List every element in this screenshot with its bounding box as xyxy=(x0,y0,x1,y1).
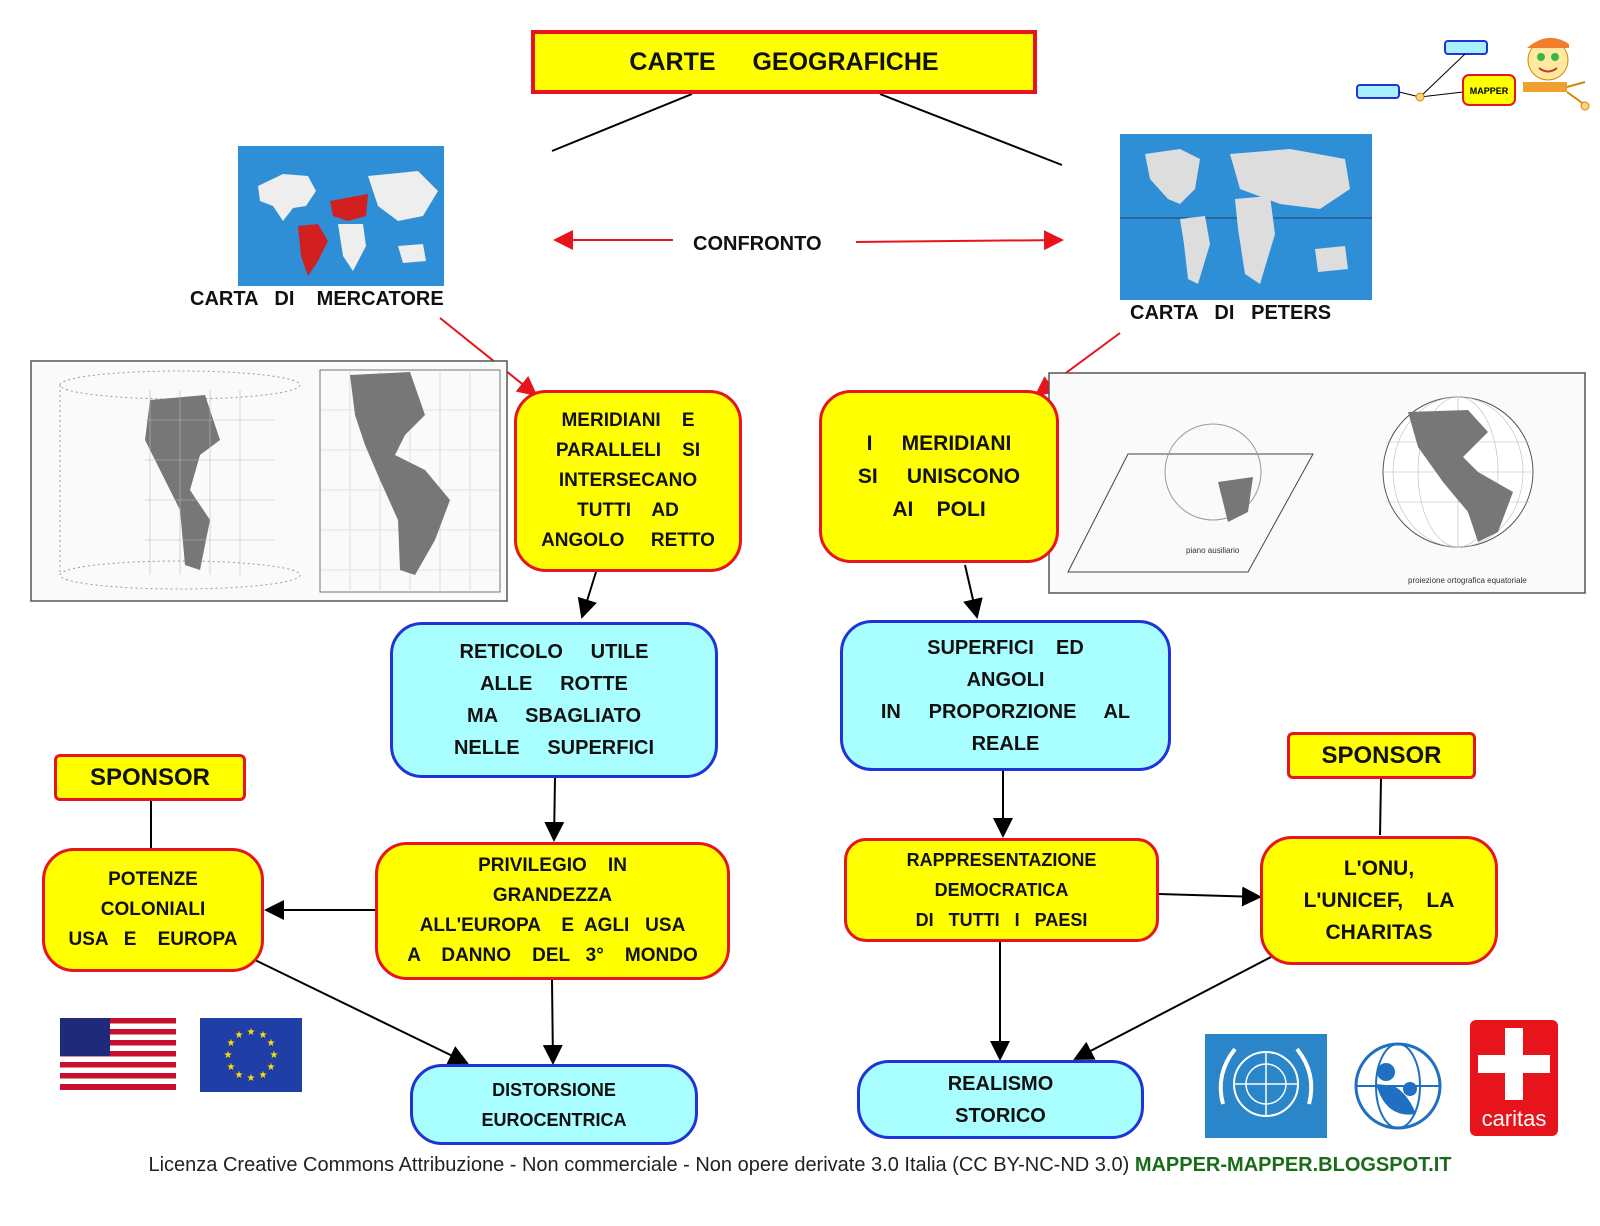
arrow-l4-l5 xyxy=(254,959,469,1065)
box-distorsione: DISTORSIONE EUROCENTRICA xyxy=(410,1064,698,1145)
text-line: SUPERFICI ED xyxy=(927,636,1084,659)
text-line: ALLE ROTTE xyxy=(480,673,628,695)
title-word-carte: CARTE xyxy=(629,47,716,76)
svg-text:★: ★ xyxy=(227,1062,236,1073)
svg-text:★: ★ xyxy=(227,1038,236,1049)
text-line: I MERIDIANI xyxy=(866,432,1012,455)
box-realismo: REALISMO STORICO xyxy=(857,1060,1144,1139)
arrow-confronto-right xyxy=(855,230,1064,251)
svg-text:★: ★ xyxy=(235,1070,244,1081)
text-line: USA E EUROPA xyxy=(68,929,238,950)
box-meridiani-paralleli: MERIDIANI E PARALLELI SI INTERSECANO TUT… xyxy=(514,390,742,572)
svg-text:★: ★ xyxy=(270,1050,279,1061)
text-line: ANGOLO RETTO xyxy=(541,530,715,551)
text-line: AI POLI xyxy=(892,498,986,521)
arrow-mercatore xyxy=(439,317,538,397)
arrow-r1-r2 xyxy=(963,564,983,619)
arrow-r4-r5 xyxy=(1073,956,1272,1060)
sponsor-right-label: SPONSOR xyxy=(1321,741,1442,769)
svg-text:★: ★ xyxy=(247,1027,256,1038)
text-line: RETICOLO UTILE xyxy=(459,641,649,663)
svg-text:★: ★ xyxy=(259,1070,268,1081)
peters-map-image xyxy=(1120,134,1372,300)
text-line: DISTORSIONE xyxy=(492,1079,616,1100)
box-onu-unicef: L'ONU, L'UNICEF, LA CHARITAS xyxy=(1260,836,1498,965)
license-text: Licenza Creative Commons Attribuzione - … xyxy=(148,1154,1135,1176)
box-superfici-angoli: SUPERFICI ED ANGOLI IN PROPORZIONE AL RE… xyxy=(840,620,1171,771)
text-line: STORICO xyxy=(955,1104,1046,1127)
text-line: EUROCENTRICA xyxy=(481,1109,627,1130)
box-meridiani-poli: I MERIDIANI SI UNISCONO AI POLI xyxy=(819,390,1059,563)
line-sponsor-right xyxy=(1379,778,1382,836)
text-line: REALE xyxy=(971,732,1040,755)
text-line: IN PROPORZIONE AL xyxy=(880,700,1131,723)
text-line: SI UNISCONO xyxy=(857,465,1021,488)
svg-text:★: ★ xyxy=(235,1030,244,1041)
arrow-l3-l5 xyxy=(542,979,563,1065)
svg-text:★: ★ xyxy=(267,1062,276,1073)
mapper-logo: MAPPER xyxy=(1356,37,1590,111)
page-title: CARTE GEOGRAFICHE xyxy=(531,30,1037,94)
text-line: PARALLELI SI xyxy=(555,440,701,461)
box-rappresentazione: RAPPRESENTAZIONE DEMOCRATICA DI TUTTI I … xyxy=(844,838,1159,942)
usa-flag-icon xyxy=(60,1018,176,1090)
sponsor-left-label: SPONSOR xyxy=(89,763,211,791)
arrow-l2-l3 xyxy=(544,777,565,842)
unicef-logo-icon xyxy=(1336,1034,1460,1140)
cylinder-projection-image xyxy=(30,360,508,602)
text-line: NELLE SUPERFICI xyxy=(453,737,655,759)
box-potenze-coloniali: POTENZE COLONIALI USA E EUROPA xyxy=(42,848,264,972)
peters-label: CARTA DI PETERS xyxy=(1130,302,1332,324)
text-line: RAPPRESENTAZIONE xyxy=(906,850,1097,870)
text-line: ANGOLI xyxy=(966,668,1045,691)
svg-text:★: ★ xyxy=(247,1073,256,1084)
caritas-logo-text: caritas xyxy=(1482,1106,1547,1131)
text-line: INTERSECANO xyxy=(558,470,698,491)
line-title-left xyxy=(551,93,693,152)
text-line: DEMOCRATICA xyxy=(934,880,1069,900)
text-line: POTENZE xyxy=(108,869,198,890)
text-line: L'ONU, xyxy=(1343,856,1415,880)
text-line: REALISMO xyxy=(947,1072,1054,1095)
sponsor-left: SPONSOR xyxy=(54,754,246,801)
sponsor-right: SPONSOR xyxy=(1287,732,1476,779)
footer: Licenza Creative Commons Attribuzione - … xyxy=(0,1154,1600,1177)
text-line: A DANNO DEL 3° MONDO xyxy=(407,945,698,966)
eu-flag-icon: ★★★★ ★★★★ ★★★★ xyxy=(200,1018,302,1092)
ortografica-label: proiezione ortografica equatoriale xyxy=(1408,576,1527,585)
piano-ausiliario-label: piano ausiliario xyxy=(1186,546,1240,555)
svg-text:★: ★ xyxy=(267,1038,276,1049)
line-title-right xyxy=(879,93,1063,166)
text-line: DI TUTTI I PAESI xyxy=(915,910,1088,930)
title-word-geografiche: GEOGRAFICHE xyxy=(752,47,939,76)
mercator-map-image xyxy=(238,146,444,286)
text-line: TUTTI AD xyxy=(577,500,679,521)
mercatore-label: CARTA DI MERCATORE xyxy=(190,288,444,310)
box-reticolo-utile: RETICOLO UTILE ALLE ROTTE MA SBAGLIATO N… xyxy=(390,622,718,778)
svg-text:★: ★ xyxy=(224,1050,233,1061)
svg-text:★: ★ xyxy=(259,1030,268,1041)
text-line: ALL'EUROPA E AGLI USA xyxy=(419,915,686,936)
text-line: COLONIALI xyxy=(100,899,206,920)
text-line: MA SBAGLIATO xyxy=(466,705,642,727)
text-line: MERIDIANI E xyxy=(561,410,695,431)
confronto-label: CONFRONTO xyxy=(693,233,822,255)
text-line: PRIVILEGIO IN xyxy=(478,855,627,876)
text-line: L'UNICEF, LA xyxy=(1303,888,1455,912)
blog-url-link[interactable]: MAPPER-MAPPER.BLOGSPOT.IT xyxy=(1134,1154,1452,1176)
mapper-logo-text: MAPPER xyxy=(1470,86,1509,96)
text-line: GRANDEZZA xyxy=(492,885,613,906)
arrow-r3-r4 xyxy=(1158,886,1262,907)
arrow-l1-l2 xyxy=(577,571,597,619)
caritas-logo-icon: caritas xyxy=(1470,1020,1558,1136)
un-logo-icon xyxy=(1205,1034,1327,1138)
orthographic-projection-image: piano ausiliario proiezione ortografica … xyxy=(1048,372,1586,594)
box-privilegio: PRIVILEGIO IN GRANDEZZA ALL'EUROPA E AGL… xyxy=(375,842,730,980)
text-line: CHARITAS xyxy=(1325,920,1433,944)
